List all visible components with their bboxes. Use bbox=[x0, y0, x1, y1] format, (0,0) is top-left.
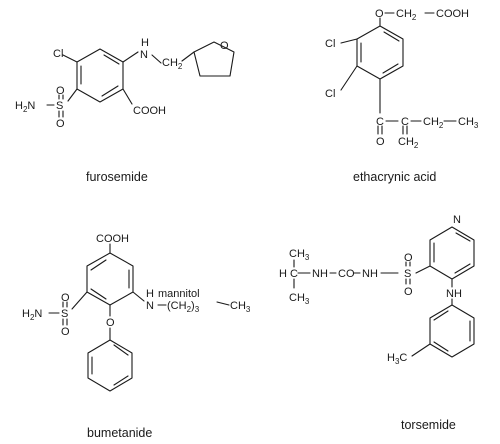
furosemide-h2n-label: H2N bbox=[15, 100, 35, 114]
torsemide-ch3-bottom-label: CH3 bbox=[289, 292, 310, 306]
furosemide-o-bottom-atom: O bbox=[56, 118, 65, 130]
ethacrynic-acid-structure: O CH2 COOH Cl Cl C O C CH2 CH3 CH2 ethac… bbox=[325, 8, 479, 184]
ethacrynic-cl-1-atom: Cl bbox=[325, 38, 335, 50]
torsemide-ch3-top-label: CH3 bbox=[289, 248, 310, 262]
torsemide-s-atom: S bbox=[404, 268, 411, 280]
ethacrynic-acid-bonds bbox=[340, 12, 457, 135]
bumetanide-butyl-chain: (CH2)3 bbox=[167, 300, 200, 314]
bumetanide-s-atom: S bbox=[61, 308, 68, 320]
torsemide-pyridine-n-atom: N bbox=[453, 214, 461, 226]
furosemide-bonds bbox=[46, 41, 235, 118]
bumetanide-name: bumetanide bbox=[87, 426, 152, 440]
bumetanide-ether-o-atom: O bbox=[106, 317, 115, 329]
ethacrynic-cl-2-atom: Cl bbox=[325, 88, 335, 100]
furosemide-structure: Cl H N CH2 O H2N S O O COOH furosemide bbox=[15, 37, 235, 184]
furosemide-nh-n-atom: N bbox=[140, 49, 148, 61]
torsemide-o-bottom-atom: O bbox=[404, 286, 413, 298]
furosemide-s-atom: S bbox=[56, 100, 63, 112]
torsemide-structure: CH3 H C NH CO NH S O O CH3 N NH H3C tors… bbox=[279, 214, 475, 432]
furosemide-cl-atom: Cl bbox=[53, 48, 63, 60]
furosemide-name: furosemide bbox=[86, 170, 148, 184]
torsemide-co-group: CO bbox=[338, 268, 355, 280]
ethacrynic-ethyl-ch2-label: CH2 bbox=[423, 116, 444, 130]
ethacrynic-ch2-label: CH2 bbox=[396, 8, 417, 22]
bumetanide-cooh-group: COOH bbox=[96, 233, 129, 245]
torsemide-nh-2: NH bbox=[362, 268, 378, 280]
bumetanide-nh-h-atom: H bbox=[146, 288, 154, 300]
bumetanide-o-top-atom: O bbox=[61, 292, 70, 304]
torsemide-o-top-atom: O bbox=[404, 252, 413, 264]
bumetanide-bonds bbox=[48, 243, 230, 392]
bumetanide-structure: COOH H mannitol N (CH2)3 CH3 H2N S O O O… bbox=[22, 233, 251, 440]
ethacrynic-vinyl-c-atom: C bbox=[401, 116, 409, 128]
bumetanide-h2n-label: H2N bbox=[22, 308, 42, 322]
furosemide-o-top-atom: O bbox=[56, 85, 65, 97]
mannitol-annotation: mannitol bbox=[158, 288, 200, 300]
bumetanide-o-bottom-atom: O bbox=[61, 326, 70, 338]
ethacrynic-acid-name: ethacrynic acid bbox=[353, 170, 436, 184]
torsemide-name: torsemide bbox=[401, 418, 456, 432]
ethacrynic-ether-o-atom: O bbox=[375, 8, 384, 20]
torsemide-nh-1: NH bbox=[312, 268, 328, 280]
bumetanide-ch3-label: CH3 bbox=[230, 300, 251, 314]
ethacrynic-carbonyl-c-atom: C bbox=[376, 116, 384, 128]
ethacrynic-ch3-label: CH3 bbox=[458, 116, 479, 130]
ethacrynic-cooh-group: COOH bbox=[436, 8, 469, 20]
bumetanide-nh-n-atom: N bbox=[146, 300, 154, 312]
furosemide-ch2-label: CH2 bbox=[162, 57, 183, 71]
torsemide-bonds bbox=[293, 226, 475, 358]
furosemide-nh-h-atom: H bbox=[141, 37, 149, 49]
furosemide-cooh-group: COOH bbox=[133, 105, 166, 117]
torsemide-nh-label: NH bbox=[446, 288, 462, 300]
ethacrynic-exo-ch2-label: CH2 bbox=[398, 136, 419, 150]
ethacrynic-carbonyl-o-atom: O bbox=[376, 136, 385, 148]
furosemide-ring-o-atom: O bbox=[220, 40, 229, 52]
torsemide-hc-label: H C bbox=[279, 268, 298, 280]
torsemide-h3c-label: H3C bbox=[387, 352, 407, 366]
